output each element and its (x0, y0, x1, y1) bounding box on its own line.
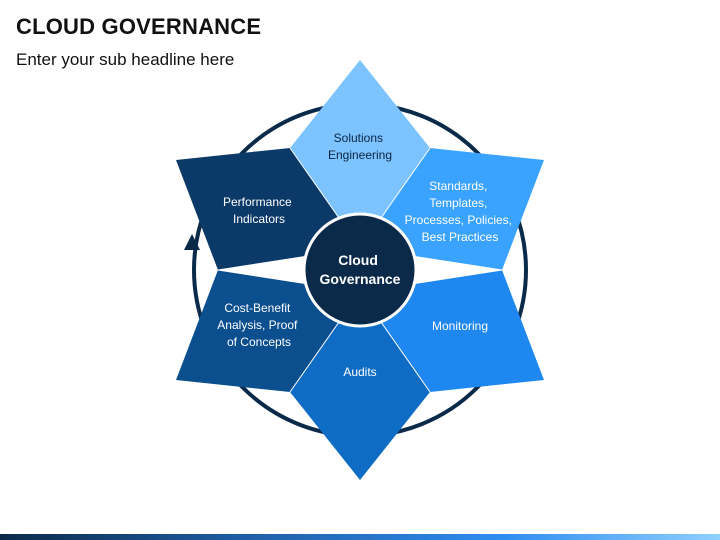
label-performance-indicators: Performance Indicators (223, 195, 295, 226)
center-hub (302, 212, 418, 328)
page-subtitle: Enter your sub headline here (16, 50, 235, 69)
label-audits: Audits (343, 365, 376, 379)
segment-solutions-engineering (290, 60, 430, 248)
center-label: Cloud Governance (320, 252, 401, 287)
label-standards-templates: Standards, Templates, Processes, Policie… (405, 179, 516, 244)
label-solutions-engineering: Solutions Engineering (328, 131, 392, 162)
cycle-arrow-icon (184, 234, 200, 250)
footer-gradient-bar (0, 534, 720, 540)
segment-audits (290, 292, 430, 480)
label-cost-benefit: Cost-Benefit Analysis, Proof of Concepts (217, 301, 300, 349)
label-monitoring: Monitoring (432, 319, 488, 333)
page-title: CLOUD GOVERNANCE (16, 14, 262, 39)
